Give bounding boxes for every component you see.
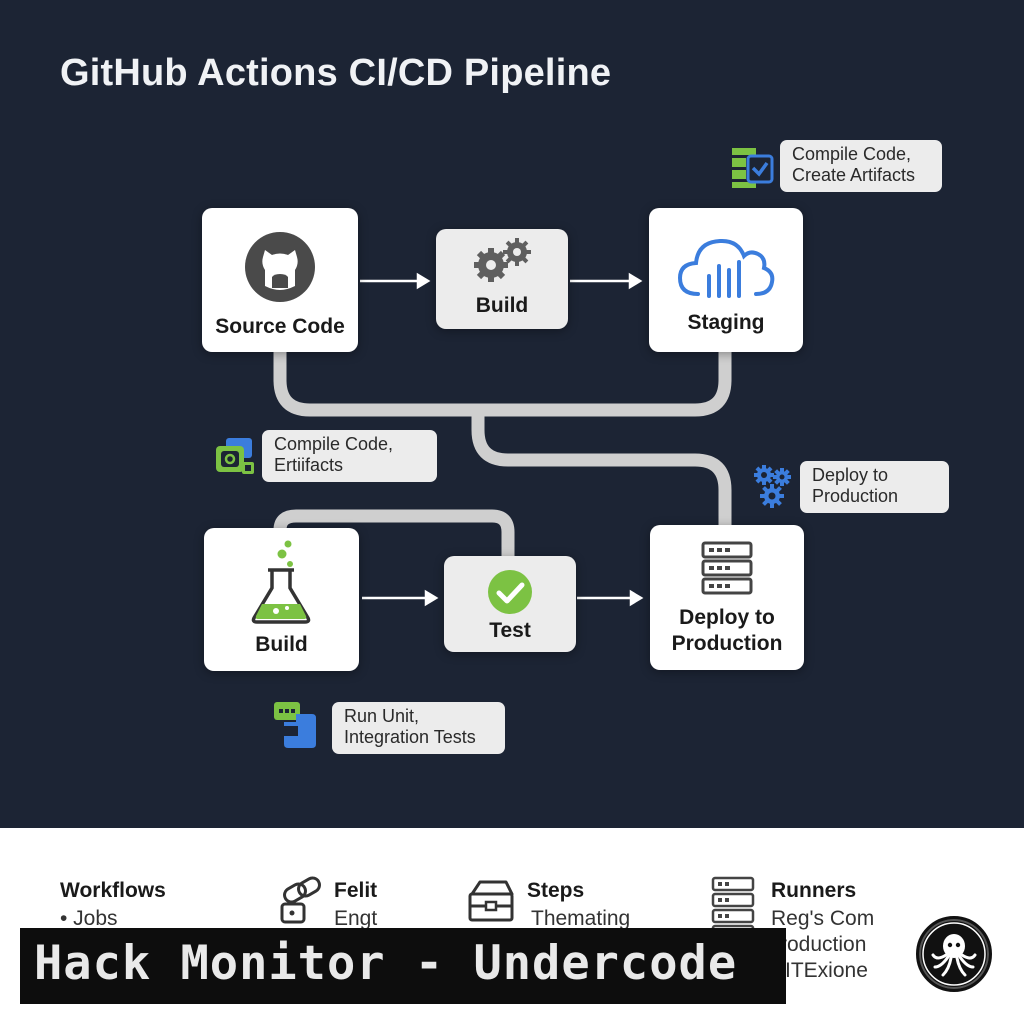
test-node: Test [444, 556, 576, 652]
note-line: Deploy to [812, 465, 889, 485]
diagram-area: GitHub Actions CI/CD Pipeline Source Cod… [0, 0, 1024, 828]
checkmark-icon [488, 570, 532, 614]
legend-jobs: • Jobs [60, 907, 118, 930]
test-label: Test [489, 619, 531, 642]
link-icon [280, 876, 321, 924]
legend-engt: Engt [334, 907, 378, 930]
artifacts-icon [732, 148, 774, 188]
note-line: Compile Code, [274, 434, 394, 454]
legend-themating: Themating [531, 907, 631, 930]
build-top-label: Build [475, 294, 529, 317]
source-code-label: Source Code [215, 315, 345, 338]
note-run-unit-integration-tests: Run Unit, Integration Tests [332, 702, 505, 754]
legend-itexione: ITExione [785, 959, 868, 982]
deploy-node: Deploy to Production [650, 525, 804, 670]
note-line: Create Artifacts [792, 165, 916, 185]
arrow-test-to-deploy [577, 589, 644, 607]
server-icon [701, 541, 753, 595]
octopus-logo [916, 916, 992, 992]
note-line: Production [812, 486, 899, 506]
note-line: Integration Tests [344, 727, 476, 747]
arrow-source-to-build [360, 272, 431, 290]
build-bottom-label: Build [255, 633, 308, 656]
legend-regs-com: Reg's Com [771, 907, 875, 930]
note-compile-ertiifacts: Compile Code, Ertiifacts [262, 430, 437, 482]
legend-felit: Felit [334, 879, 378, 902]
legend-roduction: roduction [780, 933, 867, 956]
watermark-banner: Hack Monitor - Undercode [20, 928, 786, 1004]
cloud-icon [677, 238, 775, 298]
deploy-label-line2: Production [671, 632, 783, 655]
legend-workflows: Workflows [60, 879, 166, 902]
pipeline-middle-connector [471, 410, 732, 528]
note-line: Ertiifacts [274, 455, 344, 475]
staging-node: Staging [649, 208, 803, 352]
staging-label: Staging [687, 311, 765, 334]
pipeline-bottom-connector [273, 509, 515, 556]
tests-icon [274, 702, 316, 748]
source-code-node: Source Code [202, 208, 358, 352]
pipeline-top-connector [273, 350, 732, 417]
watermark-text: Hack Monitor - Undercode [34, 936, 738, 991]
connectors [273, 272, 732, 607]
build-node-top: Build [436, 229, 568, 329]
note-line: Compile Code, [792, 144, 912, 164]
arrow-build-to-test [362, 589, 439, 607]
github-icon [245, 232, 315, 302]
note-compile-create-artifacts: Compile Code, Create Artifacts [780, 140, 942, 192]
box-icon [468, 880, 514, 922]
page-title: GitHub Actions CI/CD Pipeline [60, 52, 612, 94]
deploy-gears-icon [754, 465, 791, 508]
legend-runners: Runners [771, 879, 857, 902]
arrow-build-to-staging [570, 272, 643, 290]
deploy-label-line1: Deploy to [679, 606, 775, 629]
build-node-bottom: Build [204, 528, 359, 671]
gears-icon [474, 238, 531, 282]
legend-steps: Steps [527, 879, 585, 902]
octopus-icon [922, 922, 986, 986]
note-line: Run Unit, [344, 706, 420, 726]
compile-icon [216, 438, 254, 474]
note-deploy-production: Deploy to Production [800, 461, 949, 513]
flask-icon [251, 540, 311, 624]
